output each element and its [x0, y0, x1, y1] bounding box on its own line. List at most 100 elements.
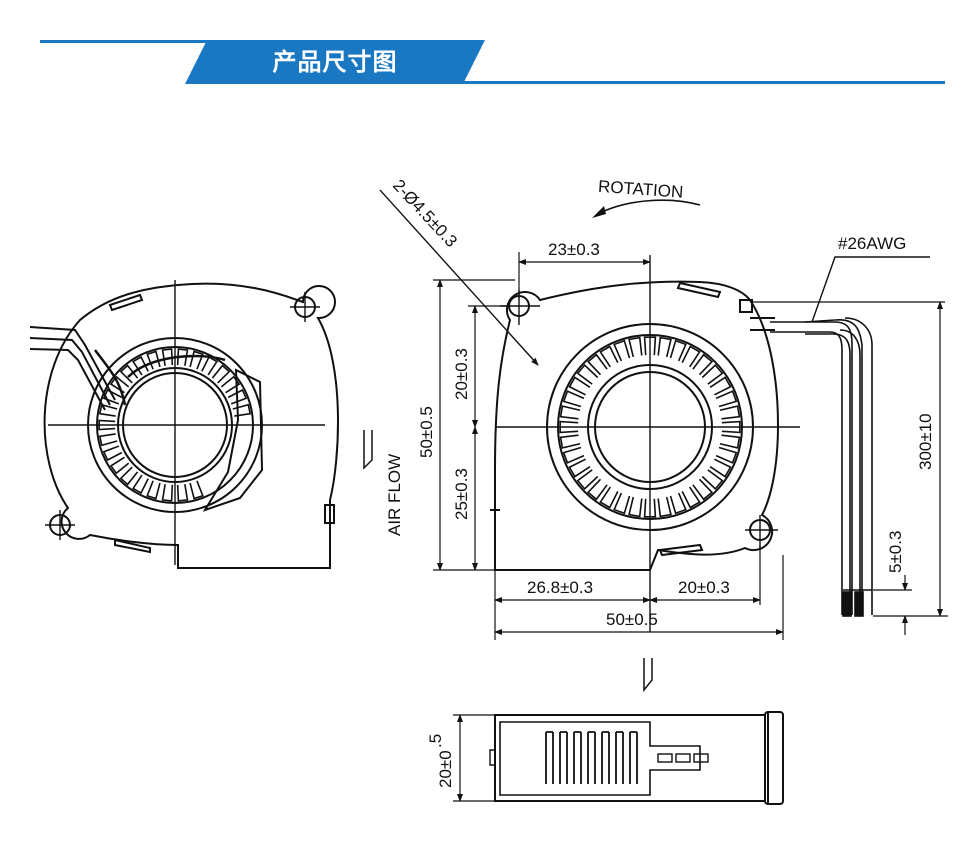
fan-blade [628, 496, 643, 518]
fan-blade [102, 388, 123, 405]
fan-blade [146, 480, 161, 500]
header-banner [185, 40, 485, 84]
fan-blade [669, 339, 687, 362]
side-fin [573, 731, 582, 784]
fan-blade [681, 486, 701, 509]
dim-bottom-left-label: 26.8±0.3 [527, 578, 593, 597]
fan-blade [119, 364, 139, 384]
fan-blade [657, 496, 672, 518]
fan-blade [568, 458, 591, 478]
fan-blade [568, 376, 591, 396]
fan-blade [559, 434, 581, 449]
fan-blade [576, 363, 599, 385]
fan-blade [701, 469, 724, 491]
fan-blade [562, 390, 585, 408]
hole-spec-callout: 2-Ø4.5±0.3 [379, 176, 539, 366]
fan-blade [613, 339, 631, 362]
fan-blade [562, 446, 585, 464]
fan-blade [227, 388, 248, 405]
dim-total-height [433, 279, 515, 571]
dim-thickness [453, 714, 495, 802]
fan-blade [692, 478, 714, 501]
fan-blade [119, 466, 139, 486]
fan-front-blades [559, 336, 741, 518]
wire-gauge-label: #26AWG [838, 234, 906, 253]
fan-back-view [29, 282, 339, 569]
dim-bottom [494, 545, 784, 640]
fan-blade [559, 405, 581, 420]
dim-wire-length [750, 301, 948, 617]
dim-upper-height [468, 305, 510, 428]
fan-blade [220, 375, 241, 394]
fan-front-view [490, 280, 780, 571]
fan-side-fins [545, 731, 638, 784]
header-line-left [40, 40, 220, 43]
fan-blade [719, 434, 741, 449]
dim-bottom-right-label: 20±0.3 [678, 578, 730, 597]
fan-blade [131, 355, 149, 376]
side-fin [545, 731, 554, 784]
rotation-indicator: ROTATION [592, 177, 701, 218]
fan-blade [681, 345, 701, 368]
fan-blade [131, 474, 149, 495]
side-fin [615, 731, 624, 784]
fan-blade [709, 458, 732, 478]
fan-back-blades [98, 348, 252, 502]
fan-blade [201, 355, 219, 376]
fan-blade [586, 353, 608, 376]
fan-blade [599, 345, 619, 368]
fan-blade [161, 348, 174, 366]
fan-blade [146, 350, 161, 370]
fan-blade [109, 375, 130, 394]
wire-bundle [770, 317, 873, 617]
fan-blade [232, 403, 252, 417]
air-flow-label: AIR FLOW [385, 454, 404, 536]
fan-blade [211, 364, 231, 384]
dim-total-height-label: 50±0.5 [417, 406, 436, 458]
side-fin [629, 731, 638, 784]
header-line-right [450, 81, 945, 84]
fan-side-view [489, 711, 784, 805]
fan-blade [176, 484, 189, 502]
fan-back-centerlines [45, 280, 325, 565]
fan-blade [715, 390, 738, 408]
view-arrow [643, 658, 653, 693]
dim-wire-length-label: 300±10 [916, 413, 935, 470]
fan-blade [692, 353, 714, 376]
fan-blade [98, 433, 118, 447]
fan-blade [189, 350, 204, 370]
dim-wire-strip [873, 575, 912, 635]
fan-blade [701, 363, 724, 385]
fan-blade [176, 348, 189, 366]
fan-blade [161, 484, 174, 502]
fan-blade [576, 469, 599, 491]
fan-blade [109, 456, 130, 475]
dim-top-width-label: 23±0.3 [548, 240, 600, 259]
dim-upper-height-label: 20±0.3 [452, 348, 471, 400]
wire-gauge-callout: #26AWG [811, 234, 930, 323]
side-fin [587, 731, 596, 784]
side-fin [559, 731, 568, 784]
fan-blade [628, 336, 643, 358]
dim-lower-height-label: 25±0.3 [452, 468, 471, 520]
dim-wire-strip-label: 5±0.3 [886, 531, 905, 573]
fan-blade [586, 478, 608, 501]
fan-blade [719, 405, 741, 420]
fan-blade [715, 446, 738, 464]
dim-top-width [518, 252, 651, 300]
dim-total-width-label: 50±0.5 [606, 610, 658, 629]
page-title: 产品尺寸图 [272, 48, 398, 76]
side-fin [601, 731, 610, 784]
rotation-label: ROTATION [597, 177, 683, 202]
dim-thickness-label: 20±0 [436, 750, 455, 788]
fan-blade [599, 486, 619, 509]
fan-blade [613, 492, 631, 515]
air-flow-indicator: AIR FLOW [363, 430, 404, 536]
fan-blade [709, 376, 732, 396]
dim-thickness-tolerance: .5 [426, 734, 445, 748]
section-header: 产品尺寸图 [0, 0, 980, 110]
fan-blade [189, 480, 204, 500]
fan-blade [102, 445, 123, 462]
fan-blade [657, 336, 672, 358]
